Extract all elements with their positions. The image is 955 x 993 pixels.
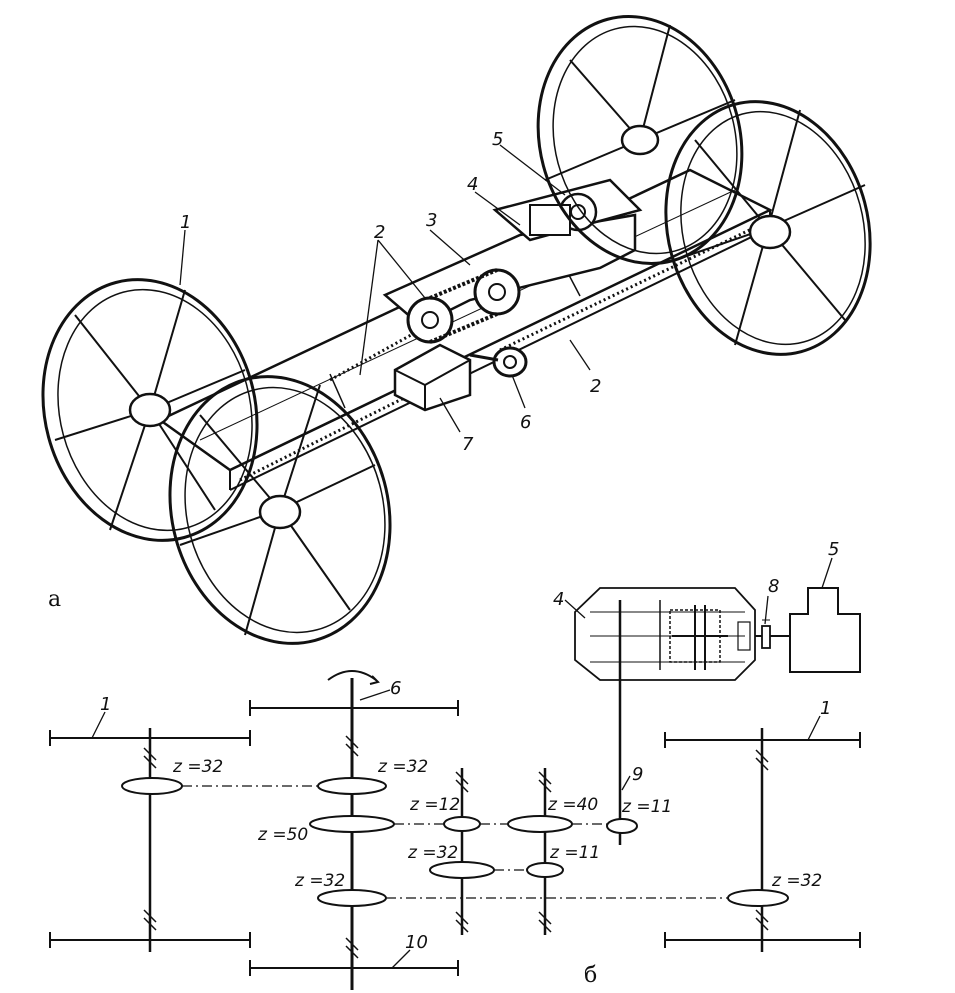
wheel-axle-left — [49, 728, 251, 952]
label-handwheel-6: 6 — [390, 678, 401, 699]
gear-left-axle-z32 — [121, 777, 183, 795]
label-axle-1-right: 1 — [820, 698, 831, 719]
handwheel — [469, 346, 528, 378]
gear-label-shaft2-z11: z =11 — [549, 843, 600, 863]
chain-loop — [429, 268, 498, 344]
label-chain-9: 9 — [632, 764, 643, 785]
engagement-lines — [182, 785, 728, 899]
part-b-label: б — [584, 963, 597, 988]
gear-right-axle-z32 — [727, 889, 789, 907]
gear-label-shaft1-z32: z =32 — [407, 843, 458, 863]
gear-label-z40: z =40 — [547, 795, 598, 815]
gear-shaft1-z12 — [443, 816, 481, 832]
intermediate-shaft-2 — [538, 768, 552, 935]
side-box — [393, 343, 472, 412]
motor-block — [789, 587, 861, 673]
callout-2a: 2 — [374, 222, 385, 243]
gear-shaft2-z40 — [507, 815, 573, 833]
gear-label-chain-z11: z =11 — [621, 797, 672, 817]
gear-label-right-z32: z =32 — [771, 871, 822, 891]
intermediate-shaft-1 — [455, 768, 469, 935]
schematic-component-labels: 4 8 5 6 1 1 9 10 — [100, 539, 839, 953]
gear-chain-z11 — [606, 818, 638, 834]
callout-5: 5 — [492, 129, 503, 150]
perspective-callouts: 1 2 3 4 5 2 6 7 — [180, 129, 601, 455]
label-gearbox-4: 4 — [553, 589, 564, 610]
callout-leaders — [179, 144, 591, 433]
callout-1: 1 — [180, 212, 191, 233]
gear-main-z32-top — [317, 777, 387, 795]
callout-2b: 2 — [590, 376, 601, 397]
gear-main-z32-bottom — [317, 889, 387, 907]
gear-label-main-bottom-z32: z =32 — [294, 871, 345, 891]
callout-3: 3 — [426, 210, 437, 231]
coupling — [755, 619, 790, 649]
wheel-rear-right — [664, 100, 872, 356]
kinematic-schematic — [49, 557, 861, 990]
schematic-leaders — [91, 557, 833, 969]
callout-4: 4 — [467, 174, 478, 195]
gear-label-z50: z =50 — [257, 825, 308, 845]
gear-label-left-z32: z =32 — [172, 757, 223, 777]
perspective-drawing — [41, 15, 872, 645]
wheel-front-left — [41, 278, 259, 542]
part-a-label: а — [48, 587, 61, 612]
gear-shaft1-z32 — [429, 861, 495, 879]
main-shaft — [249, 670, 459, 990]
gear-labels: z =32 z =32 z =50 z =12 z =40 z =11 z =3… — [172, 757, 822, 891]
callout-6: 6 — [520, 412, 531, 433]
gears — [121, 777, 789, 907]
gearbox-block — [574, 587, 756, 681]
label-coupling-8: 8 — [768, 576, 779, 597]
callout-7: 7 — [462, 434, 474, 455]
gear-label-z12: z =12 — [409, 795, 460, 815]
gear-shaft2-z11 — [526, 862, 564, 878]
gear-label-main-z32: z =32 — [377, 757, 428, 777]
label-motor-5: 5 — [828, 539, 839, 560]
label-shaft-10: 10 — [405, 932, 428, 953]
wheel-axle-right — [664, 728, 861, 952]
wheel-front-right — [168, 375, 392, 645]
gear-main-z50 — [309, 815, 395, 833]
label-axle-1-left: 1 — [100, 694, 111, 715]
